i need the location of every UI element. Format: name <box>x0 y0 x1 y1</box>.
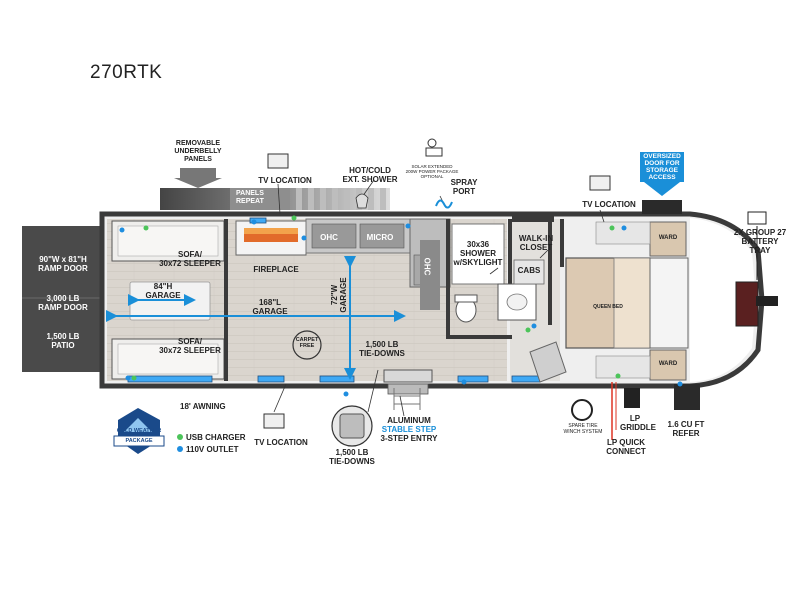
shower <box>451 223 505 285</box>
label-walk-in-closet: WALK-IN CLOSET <box>518 234 554 252</box>
label-spray-port: SPRAY PORT <box>450 178 478 196</box>
label-tv-location-bedroom: TV LOCATION <box>582 200 636 209</box>
label-carpet-free: CARPET FREE <box>295 337 319 349</box>
lp-griddle <box>624 388 640 408</box>
label-wardrobe-top: WARD <box>658 235 678 241</box>
label-shower: 30x36 SHOWER w/SKYLIGHT <box>453 240 503 267</box>
tie-down-circle <box>331 405 373 447</box>
label-lp-quick-connect: LP QUICK CONNECT <box>606 438 646 456</box>
label-oversized-door: OVERSIZED DOOR FOR STORAGE ACCESS <box>643 153 681 181</box>
label-tie-downs-bottom: 1,500 LB TIE-DOWNS <box>329 448 375 466</box>
solar-icon <box>425 138 443 157</box>
spare-tire <box>571 399 593 421</box>
entry-steps <box>383 369 433 410</box>
label-patio: 1,500 LB PATIO <box>46 332 80 350</box>
ext-shower-icon <box>355 193 369 209</box>
label-110v-outlet: 110V OUTLET <box>186 445 239 454</box>
carpet-free-stamp <box>292 330 322 360</box>
model-title: 270RTK <box>90 62 163 83</box>
label-sofa-top: SOFA/ 30x72 SLEEPER <box>159 250 221 268</box>
label-tv-location-top: TV LOCATION <box>258 176 312 185</box>
label-spare-tire: SPARE TIRE WINCH SYSTEM <box>563 423 603 435</box>
label-removable-underbelly: REMOVABLE UNDERBELLY PANELS <box>174 140 222 163</box>
refer-unit <box>674 384 700 410</box>
label-tv-location-bottom: TV LOCATION <box>254 438 308 447</box>
label-fireplace: FIREPLACE <box>253 265 299 274</box>
label-battery-tray: 2X GROUP 27 BATTERY TRAY <box>733 228 787 255</box>
oversized-door-callout <box>640 152 684 214</box>
label-cabs: CABS <box>517 266 541 275</box>
battery-tray <box>735 211 778 327</box>
kitchen-counter <box>305 218 411 254</box>
wardrobe-bottom <box>649 349 687 381</box>
label-garage-length: 168"L GARAGE <box>252 298 288 316</box>
label-ramp-door-weight: 3,000 LB RAMP DOOR <box>38 294 88 312</box>
label-ohc-2: OHC <box>422 257 432 276</box>
label-awning: 18' AWNING <box>180 402 226 411</box>
legend-usb-dot <box>177 434 183 440</box>
wardrobe-top <box>649 221 687 257</box>
queen-bed <box>565 257 689 349</box>
label-micro: MICRO <box>366 233 394 242</box>
badge-package-text: PACKAGE <box>125 438 153 444</box>
toilet <box>454 294 478 323</box>
spray-port-hose <box>435 199 453 209</box>
label-wardrobe-bottom: WARD <box>658 361 678 367</box>
label-ohc-1: OHC <box>320 233 338 242</box>
tv-icons <box>263 153 611 429</box>
label-panels-repeat: PANELS REPEAT <box>236 190 264 205</box>
label-queen-bed: QUEEN BED <box>593 304 623 310</box>
ramp-door <box>22 226 104 372</box>
underbelly-panels-strip <box>160 188 390 210</box>
sofa-bottom <box>111 338 225 380</box>
label-refer: 1.6 CU FT REFER <box>667 420 705 438</box>
cold-weather-badge <box>113 408 165 454</box>
label-tie-downs-floor: 1,500 LB TIE-DOWNS <box>359 340 405 358</box>
label-garage-width: 72"W GARAGE <box>330 277 348 313</box>
label-entry-line2: STABLE STEP <box>381 425 437 434</box>
legend-outlet-dot <box>177 446 183 452</box>
underbelly-arrow <box>174 168 222 188</box>
label-garage-height: 84"H GARAGE <box>145 282 181 300</box>
label-sofa-bottom: SOFA/ 30x72 SLEEPER <box>159 337 221 355</box>
fireplace-unit <box>235 220 307 256</box>
label-usb-charger: USB CHARGER <box>186 433 246 442</box>
label-entry-line3: 3-STEP ENTRY <box>380 434 438 443</box>
label-hot-cold-shower: HOT/COLD EXT. SHOWER <box>342 166 398 184</box>
sofa-top <box>111 220 225 262</box>
label-ramp-door-size: 90"W x 81"H RAMP DOOR <box>38 255 88 273</box>
label-lp-griddle: LP GRIDDLE <box>620 414 656 432</box>
label-solar-package: SOLAR EXTENDED 200W POWER PACKAGE OPTION… <box>405 164 459 179</box>
badge-cold-weather-text: COLD WEATHER <box>116 428 162 434</box>
label-entry-line1: ALUMINUM <box>387 416 431 425</box>
